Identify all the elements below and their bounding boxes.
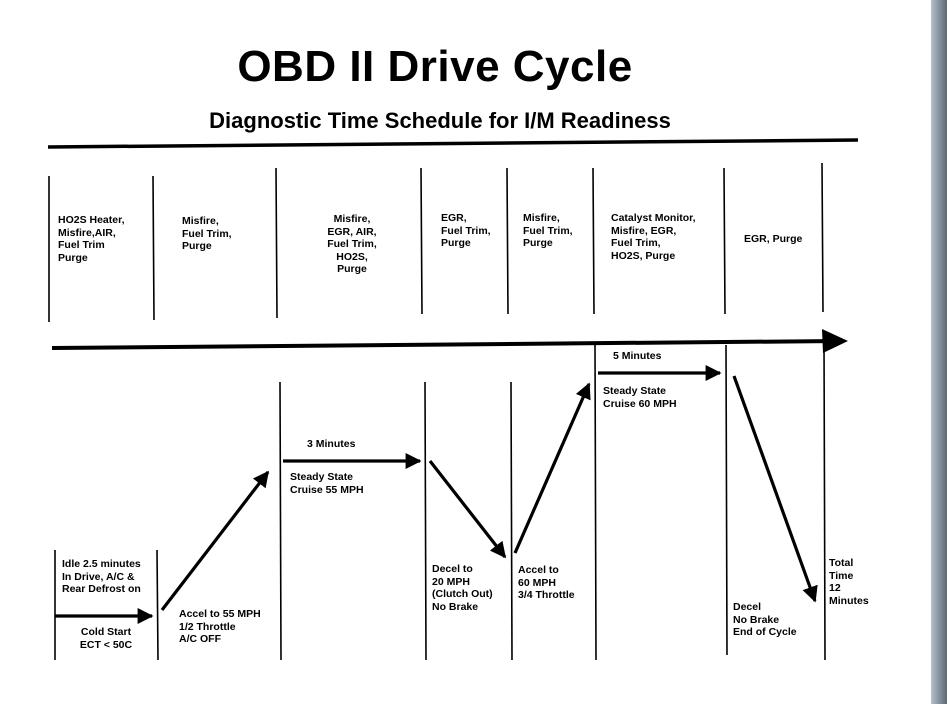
monitor-column-dividers xyxy=(48,162,824,322)
window-edge-strip xyxy=(931,0,947,704)
phase-column-dividers xyxy=(54,339,826,661)
decel-20-arrow xyxy=(428,460,507,559)
decel-20-label: Decel to 20 MPH (Clutch Out) No Brake xyxy=(432,563,493,613)
monitor-label-4: EGR, Fuel Trim, Purge xyxy=(441,212,491,249)
decel-end-label: Decel No Brake End of Cycle xyxy=(733,601,797,638)
total-time-label: Total Time 12 Minutes xyxy=(829,557,869,607)
header-rule xyxy=(47,138,859,149)
monitor-label-5: Misfire, Fuel Trim, Purge xyxy=(523,212,573,249)
diagram-subtitle: Diagnostic Time Schedule for I/M Readine… xyxy=(209,108,671,133)
monitor-label-2: Misfire, Fuel Trim, Purge xyxy=(182,215,232,252)
accel-60-arrow xyxy=(513,382,591,554)
accel-55-arrow xyxy=(160,470,270,611)
monitor-label-6: Catalyst Monitor, Misfire, EGR, Fuel Tri… xyxy=(611,212,696,262)
idle-label: Idle 2.5 minutes In Drive, A/C & Rear De… xyxy=(62,558,141,595)
monitor-label-7: EGR, Purge xyxy=(744,233,803,245)
duration-5-label: 5 Minutes xyxy=(613,350,662,362)
monitor-label-1: HO2S Heater, Misfire,AIR, Fuel Trim Purg… xyxy=(58,214,125,264)
cold-start-label: Cold Start ECT < 50C xyxy=(79,626,133,651)
timeline-arrowhead xyxy=(822,329,848,353)
cruise-60-label: Steady State Cruise 60 MPH xyxy=(603,385,677,410)
timeline-arrow xyxy=(51,339,841,350)
cruise-55-label: Steady State Cruise 55 MPH xyxy=(290,471,364,496)
accel-60-label: Accel to 60 MPH 3/4 Throttle xyxy=(518,564,575,601)
decel-end-arrow xyxy=(732,375,818,603)
duration-3-label: 3 Minutes xyxy=(307,438,356,450)
diagram-title: OBD II Drive Cycle xyxy=(237,42,633,91)
monitor-label-3: Misfire, EGR, AIR, Fuel Trim, HO2S, Purg… xyxy=(327,213,377,275)
speed-profile xyxy=(55,365,818,624)
accel-55-label: Accel to 55 MPH 1/2 Throttle A/C OFF xyxy=(179,608,261,645)
